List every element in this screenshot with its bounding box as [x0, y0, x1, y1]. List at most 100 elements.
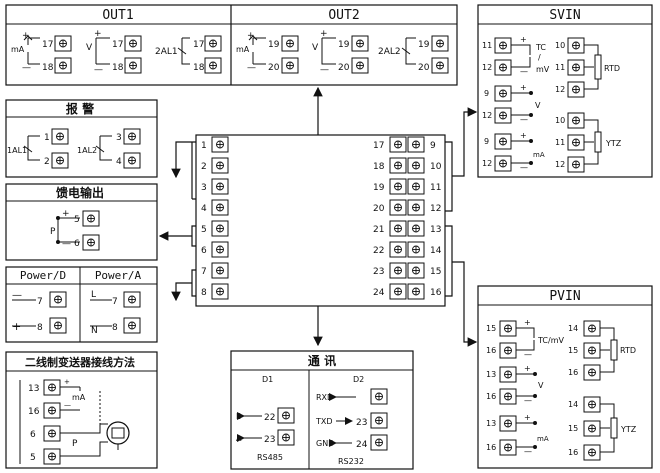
svg-text:+: +	[94, 29, 102, 39]
svin-rtd: RTD	[604, 64, 620, 73]
out1-v-group: V + — 17 18	[86, 29, 142, 75]
comm-t22: 22	[264, 413, 275, 423]
center-right-10: 10	[430, 162, 442, 172]
transmitter-icon	[106, 421, 130, 445]
alarm-t1: 1	[44, 133, 50, 143]
out1-t17a: 17	[42, 40, 53, 50]
svg-text:10: 10	[555, 41, 565, 50]
center-right-15: 15	[430, 267, 441, 277]
power-a-t7: 7	[112, 297, 118, 307]
center-left-5: 5	[201, 225, 207, 235]
power-d-t7: 7	[37, 297, 43, 307]
power-a-n: N	[91, 326, 98, 336]
comm-panel: 通 讯 D1 D2 B 22 A 23 RS485 RXD TXD 23 GND…	[230, 350, 414, 470]
svin-v: V	[535, 101, 541, 110]
out2-ma-label: mA	[236, 45, 250, 54]
out1-ma-label: mA	[11, 45, 25, 54]
comm-b: B	[236, 412, 242, 421]
center-left-3: 3	[201, 183, 207, 193]
svg-text:10: 10	[555, 116, 565, 125]
svg-text:—: —	[520, 67, 528, 76]
alarm-t3: 3	[116, 133, 122, 143]
power-d-t8: 8	[37, 323, 43, 333]
svg-text:—: —	[320, 65, 329, 75]
center-left-1: 1	[201, 141, 207, 151]
out1-t18c: 18	[193, 63, 205, 73]
center-left-7: 7	[201, 267, 207, 277]
svg-text:15: 15	[568, 346, 578, 355]
center-right-16: 16	[430, 288, 442, 298]
two-wire-t16: 16	[28, 407, 40, 417]
pvin-panel: PVIN 15 16 + — TC/mV 14 15 16 RTD 13 16 …	[477, 285, 653, 469]
svg-text:11: 11	[555, 63, 565, 72]
center-left-2: 2	[201, 162, 207, 172]
center-terminal-block: 1 2 3 4 5 6 7 8 17 18 19 20 21 22 23 24 …	[195, 134, 446, 307]
svin-title: SVIN	[549, 8, 580, 23]
out2-t19b: 19	[338, 40, 350, 50]
svin-mv: mV	[536, 65, 550, 74]
svg-text:11: 11	[482, 41, 492, 50]
center-mid-23: 23	[373, 267, 384, 277]
two-wire-title: 二线制变送器接线方法	[25, 355, 135, 369]
center-left-8: 8	[201, 288, 207, 298]
svin-panel: SVIN 11 12 + — TC / mV 10 11 12 RTD 9 12…	[477, 4, 653, 178]
out-panel: OUT1 OUT2 mA + — 17 18 V + — 17 18	[5, 4, 458, 86]
svg-text:+: +	[524, 364, 531, 373]
pvin-tcmv: TC/mV	[537, 336, 564, 345]
svg-text:16: 16	[486, 443, 496, 452]
svg-text:15: 15	[568, 424, 578, 433]
svg-text:+: +	[524, 413, 531, 422]
pvin-v: V	[538, 381, 544, 390]
svg-text:+: +	[247, 31, 255, 41]
feed-title: 馈电输出	[56, 185, 104, 200]
middle-terminal-column: 17 18 19 20 21 22 23 24	[373, 136, 425, 300]
svg-text:12: 12	[482, 159, 492, 168]
alarm-t2: 2	[44, 157, 50, 167]
svg-text:16: 16	[486, 346, 496, 355]
svg-text:16: 16	[486, 392, 496, 401]
out2-t20b: 20	[338, 63, 350, 73]
center-mid-24: 24	[373, 288, 385, 298]
connector-arrows	[160, 86, 476, 345]
power-a-t8: 8	[112, 323, 118, 333]
svg-text:—: —	[524, 396, 532, 405]
comm-rxd: RXD	[316, 393, 333, 402]
alarm-panel: 报 警 1AL1 1 2 1AL2 3 4	[5, 99, 158, 178]
svg-text:—: —	[94, 65, 103, 75]
center-mid-20: 20	[373, 204, 385, 214]
svg-text:—: —	[247, 63, 256, 73]
out1-t17c: 17	[193, 40, 204, 50]
svg-text:12: 12	[555, 160, 565, 169]
center-right-13: 13	[430, 225, 441, 235]
svg-text:+: +	[524, 318, 531, 327]
alarm-title: 报 警	[66, 101, 94, 116]
center-mid-18: 18	[373, 162, 385, 172]
svg-text:+: +	[64, 378, 70, 386]
svg-text:9: 9	[484, 137, 489, 146]
left-terminal-column: 1 2 3 4 5 6 7 8	[201, 136, 229, 300]
feed-p-label: P	[50, 227, 56, 237]
out2-t19c: 19	[418, 40, 430, 50]
comm-rs485: RS485	[257, 453, 283, 462]
svg-text:+: +	[62, 209, 70, 219]
feed-panel: 馈电输出 + P — 5 6	[5, 183, 158, 261]
two-wire-panel: 二线制变送器接线方法 13 16 6 5 + — mA P	[5, 351, 158, 469]
two-wire-ma: mA	[72, 393, 86, 402]
svg-text:—: —	[520, 163, 528, 172]
comm-txd: TXD	[315, 417, 333, 426]
power-panel: Power/D Power/A — 7 + 8 L 7 N 8	[5, 266, 158, 343]
out1-t18b: 18	[112, 63, 124, 73]
out1-t18a: 18	[42, 63, 54, 73]
terminal-icon	[54, 35, 72, 52]
out1-title: OUT1	[102, 8, 133, 23]
power-a-title: Power/A	[95, 269, 142, 282]
out2-t20a: 20	[268, 63, 280, 73]
svg-text:+: +	[520, 131, 527, 140]
svin-slash: /	[538, 53, 541, 62]
power-d-title: Power/D	[20, 269, 66, 282]
svg-text:+: +	[520, 35, 527, 44]
out2-t19a: 19	[268, 40, 280, 50]
comm-t24: 24	[356, 440, 368, 450]
out2-title: OUT2	[328, 8, 359, 23]
svg-text:13: 13	[486, 419, 496, 428]
